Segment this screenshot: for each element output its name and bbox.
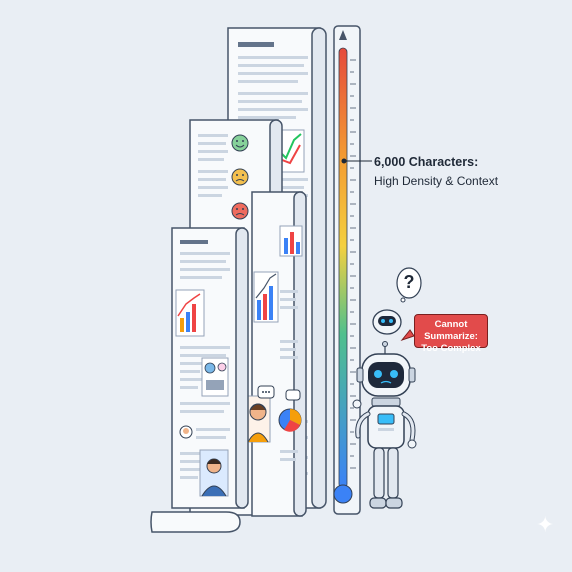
speech-line-2: Too Complex [421, 343, 481, 354]
gauge-subtitle: High Density & Context [374, 174, 499, 188]
sparkle-icon: ✦ [536, 512, 555, 537]
thought-bubble [396, 267, 422, 303]
gauge-title: 6,000 Characters: [374, 155, 479, 169]
user-avatar-icon [179, 425, 193, 439]
thermometer-gauge [333, 25, 372, 515]
question-mark: ? [403, 272, 415, 292]
pie-chart-icon [278, 408, 302, 432]
gauge-ticks [350, 59, 356, 469]
smiley-face-icon [231, 134, 249, 152]
speech-dots-icon [257, 385, 275, 399]
emoji-sticker-icon [201, 357, 229, 397]
robot [352, 267, 422, 509]
person-avatar-icon [245, 395, 271, 443]
portrait-photo-icon [199, 449, 229, 497]
speech-bubble: Cannot Summarize: Too Complex [414, 314, 488, 354]
robot-head-small [372, 309, 402, 335]
trend-chart-icon [253, 271, 279, 323]
robot-head [356, 341, 416, 397]
gauge-pointer [341, 158, 372, 164]
sad-face-icon [231, 202, 249, 220]
robot-body [352, 397, 417, 509]
front-scroll [150, 227, 249, 533]
speech-dots-icon-small [285, 389, 301, 401]
growth-chart-icon [175, 289, 205, 337]
speech-line-1: Cannot Summarize: [424, 319, 478, 342]
neutral-face-icon [231, 168, 249, 186]
bar-chart-icon [279, 225, 303, 257]
third-scroll [245, 191, 307, 517]
